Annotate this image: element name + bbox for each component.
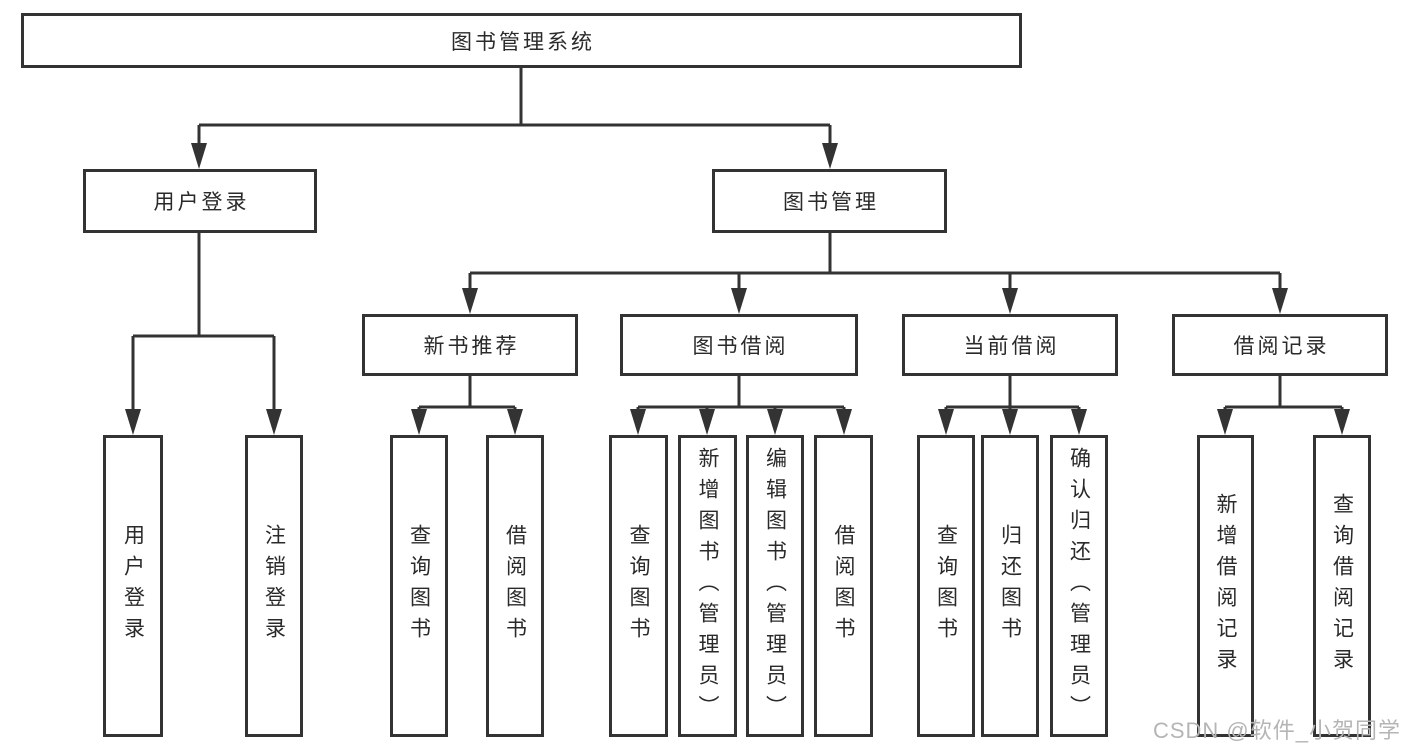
leaf-return-books-label: 归还图书 [998, 524, 1022, 648]
leaf-add-books-admin-label: 新增图书（管理员） [696, 446, 719, 726]
leaf-return-books: 归还图书 [981, 435, 1039, 737]
node-user-login: 用户登录 [83, 169, 317, 233]
leaf-query-borrow-record: 查询借阅记录 [1313, 435, 1371, 737]
leaf-query-books-current: 查询图书 [917, 435, 975, 737]
node-new-book-recommend: 新书推荐 [362, 314, 578, 376]
node-book-borrowing-label: 图书借阅 [692, 335, 789, 358]
leaf-query-borrow-record-label: 查询借阅记录 [1330, 493, 1354, 679]
leaf-query-books-recommend-label: 查询图书 [407, 524, 431, 648]
leaf-borrow-books-recommend: 借阅图书 [486, 435, 544, 737]
leaf-query-books-current-label: 查询图书 [934, 524, 958, 648]
leaf-borrow-books-label: 借阅图书 [832, 524, 855, 648]
leaf-add-books-admin: 新增图书（管理员） [678, 435, 737, 737]
root-node-label: 图书管理系统 [451, 30, 595, 54]
watermark: CSDN @软件_小贺同学 [1152, 718, 1401, 743]
leaf-query-books-borrow-label: 查询图书 [627, 524, 650, 648]
node-book-management: 图书管理 [712, 169, 947, 233]
leaf-add-borrow-record-label: 新增借阅记录 [1214, 493, 1237, 679]
leaf-add-borrow-record: 新增借阅记录 [1197, 435, 1254, 737]
node-book-management-label: 图书管理 [783, 191, 879, 214]
leaf-edit-books-admin-label: 编辑图书（管理员） [763, 446, 787, 726]
leaf-confirm-return-admin-label: 确认归还（管理员） [1067, 446, 1091, 726]
node-current-borrowing-label: 当前借阅 [963, 335, 1060, 358]
node-current-borrowing: 当前借阅 [902, 314, 1118, 376]
node-book-borrowing: 图书借阅 [620, 314, 858, 376]
leaf-logout-login: 注销登录 [245, 435, 303, 737]
leaf-borrow-books: 借阅图书 [814, 435, 873, 737]
root-node-library-system: 图书管理系统 [21, 13, 1022, 68]
leaf-confirm-return-admin: 确认归还（管理员） [1050, 435, 1108, 737]
leaf-logout-login-label: 注销登录 [262, 524, 286, 648]
leaf-query-books-borrow: 查询图书 [609, 435, 668, 737]
leaf-query-books-recommend: 查询图书 [390, 435, 448, 737]
leaf-borrow-books-recommend-label: 借阅图书 [503, 524, 527, 648]
leaf-user-login: 用户登录 [103, 435, 163, 737]
leaf-user-login-label: 用户登录 [121, 524, 145, 648]
leaf-edit-books-admin: 编辑图书（管理员） [746, 435, 804, 737]
node-borrowing-records: 借阅记录 [1172, 314, 1388, 376]
node-user-login-label: 用户登录 [153, 191, 250, 214]
node-new-book-recommend-label: 新书推荐 [423, 335, 520, 358]
node-borrowing-records-label: 借阅记录 [1233, 335, 1330, 358]
